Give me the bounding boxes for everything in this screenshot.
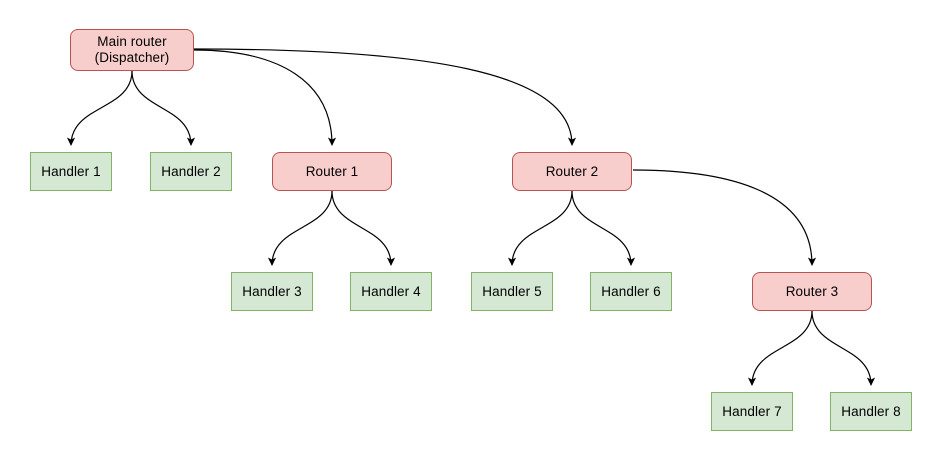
edge-router2-to-router3 <box>632 169 817 266</box>
node-handler3[interactable]: Handler 3 <box>231 272 313 311</box>
edge-main-to-handler1 <box>66 70 133 146</box>
node-label-main: Main router (Dispatcher) <box>94 34 170 65</box>
node-label-handler4: Handler 4 <box>361 283 421 299</box>
node-router1[interactable]: Router 1 <box>272 152 392 191</box>
edge-router2-to-handler6 <box>571 190 636 266</box>
edge-router3-to-handler8 <box>811 310 876 386</box>
node-handler5[interactable]: Handler 5 <box>471 272 553 311</box>
node-main[interactable]: Main router (Dispatcher) <box>70 29 194 71</box>
edge-router1-to-handler4 <box>331 190 396 266</box>
edge-router1-to-handler3 <box>267 190 333 266</box>
node-label-handler6: Handler 6 <box>601 283 661 299</box>
edge-main-to-router2 <box>193 48 577 146</box>
edge-router2-to-handler5 <box>507 190 573 266</box>
edge-router3-to-handler7 <box>747 310 813 386</box>
node-label-handler8: Handler 8 <box>841 403 901 419</box>
node-handler1[interactable]: Handler 1 <box>30 152 112 191</box>
node-handler2[interactable]: Handler 2 <box>150 152 232 191</box>
node-label-handler3: Handler 3 <box>242 283 302 299</box>
node-handler8[interactable]: Handler 8 <box>830 392 912 431</box>
node-handler4[interactable]: Handler 4 <box>350 272 432 311</box>
node-label-router2: Router 2 <box>545 163 599 179</box>
node-label-router3: Router 3 <box>785 283 839 299</box>
node-label-router1: Router 1 <box>305 163 359 179</box>
node-handler6[interactable]: Handler 6 <box>590 272 672 311</box>
node-label-handler1: Handler 1 <box>41 163 101 179</box>
edge-main-to-router1 <box>193 49 337 146</box>
node-router3[interactable]: Router 3 <box>752 272 872 311</box>
node-label-handler2: Handler 2 <box>161 163 221 179</box>
node-handler7[interactable]: Handler 7 <box>711 392 793 431</box>
node-router2[interactable]: Router 2 <box>512 152 632 191</box>
edge-main-to-handler2 <box>131 70 196 146</box>
node-label-handler7: Handler 7 <box>722 403 782 419</box>
node-label-handler5: Handler 5 <box>482 283 542 299</box>
